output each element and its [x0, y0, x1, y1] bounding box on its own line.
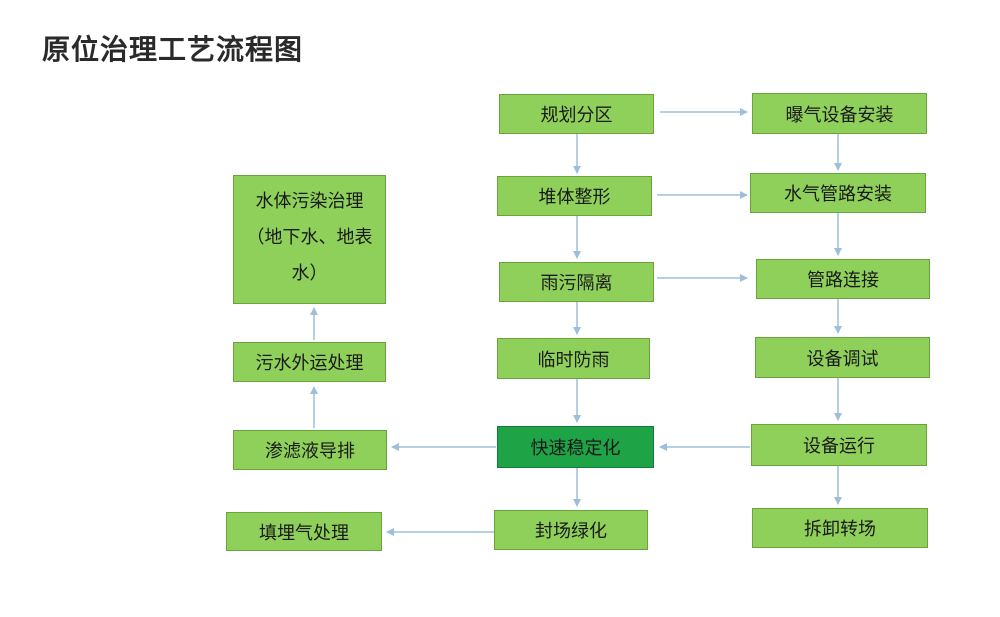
node-aeration-install: 曝气设备安装 — [752, 93, 927, 134]
node-dismantle: 拆卸转场 — [752, 508, 928, 548]
node-rapid-stabilize: 快速稳定化 — [497, 426, 654, 468]
node-seal-green: 封场绿化 — [494, 510, 648, 550]
page-title: 原位治理工艺流程图 — [42, 33, 304, 66]
node-planning: 规划分区 — [499, 94, 654, 134]
node-equip-run: 设备运行 — [751, 424, 927, 466]
node-rain-sewage: 雨污隔离 — [499, 262, 654, 302]
node-pile-shaping: 堆体整形 — [497, 176, 652, 216]
node-sewage-transport: 污水外运处理 — [233, 342, 386, 382]
node-water-pollution-label: 水体污染治理（地下水、地表水） — [246, 191, 373, 284]
node-pipe-connect: 管路连接 — [756, 259, 930, 299]
node-landfill-gas: 填埋气处理 — [226, 512, 382, 551]
node-equip-debug: 设备调试 — [755, 337, 930, 378]
node-water-pollution: 水体污染治理（地下水、地表水） — [233, 175, 386, 304]
node-leachate: 渗滤液导排 — [233, 430, 387, 470]
node-water-air-pipe: 水气管路安装 — [750, 173, 926, 213]
node-temp-rain: 临时防雨 — [497, 338, 650, 379]
